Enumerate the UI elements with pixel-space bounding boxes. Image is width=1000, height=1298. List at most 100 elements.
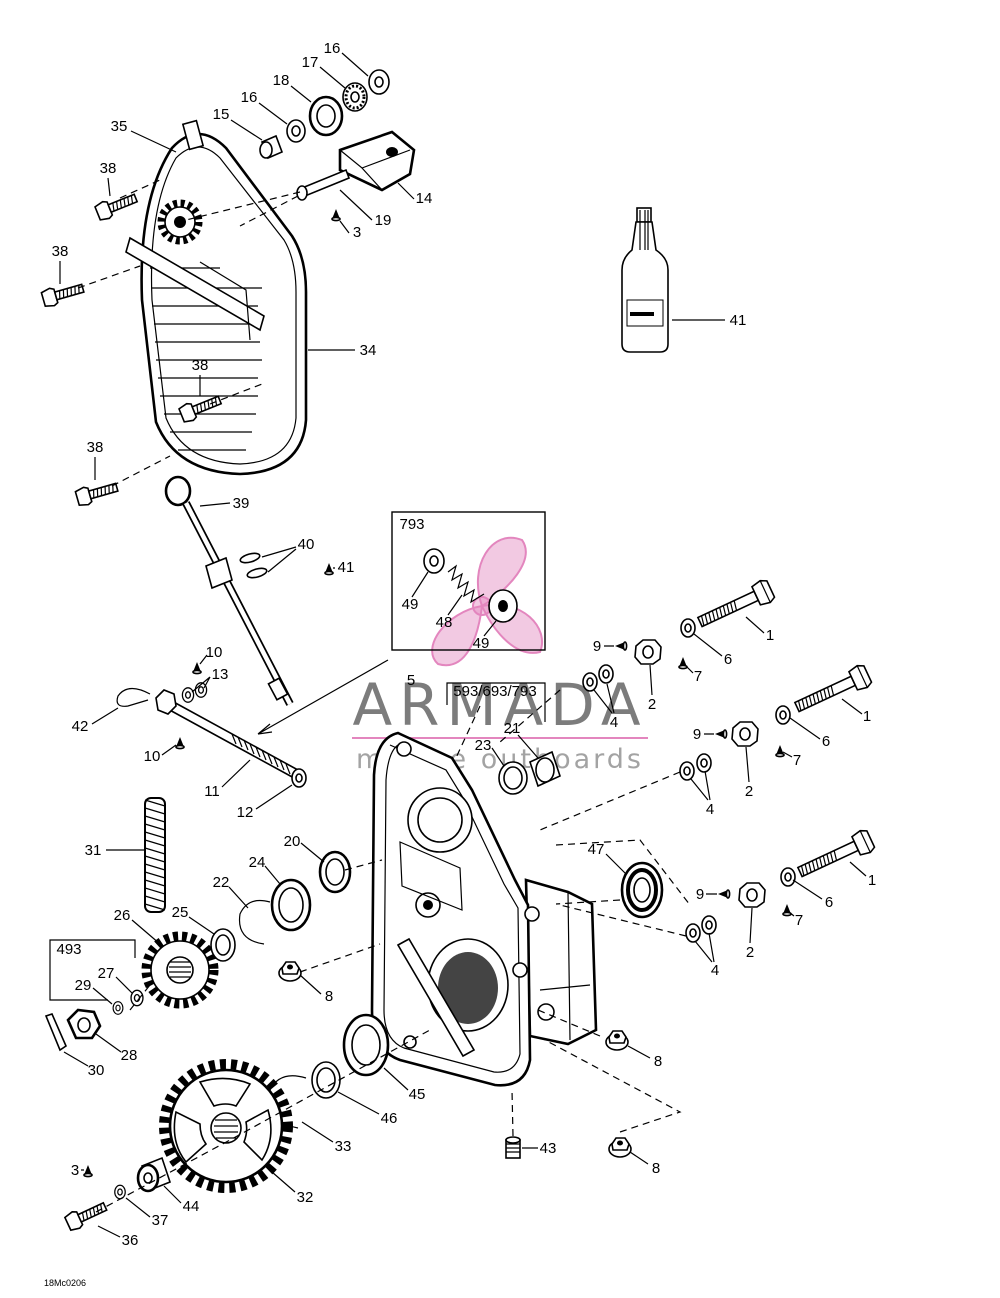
callout-2: 2 (745, 783, 753, 800)
part-lubricant-bottle (621, 207, 669, 353)
callout-41: 41 (730, 312, 747, 329)
callout-20: 20 (284, 833, 301, 850)
callout-10: 10 (144, 748, 161, 765)
callout-18: 18 (273, 72, 290, 89)
callout-36: 36 (122, 1232, 139, 1249)
part-gear-32 (159, 1059, 293, 1193)
callout-38: 38 (100, 160, 117, 177)
callout-40: 40 (298, 536, 315, 553)
callout-9: 9 (693, 726, 701, 743)
part-pin-30 (44, 1013, 68, 1052)
part-bolt-38-b (40, 278, 87, 309)
callout-1: 1 (766, 627, 774, 644)
part-ring-23 (498, 761, 528, 795)
callout-13: 13 (212, 666, 229, 683)
part-nut-8-c (608, 1137, 632, 1158)
callout-38: 38 (52, 243, 69, 260)
part-spacer-44 (136, 1156, 171, 1193)
callout-9: 9 (696, 886, 704, 903)
callout-45: 45 (409, 1086, 426, 1103)
part-top-sprocket (157, 199, 203, 245)
callout-44: 44 (183, 1198, 200, 1215)
callout-41: 41 (338, 559, 355, 576)
callout-6: 6 (724, 651, 732, 668)
hardware-set-c (685, 827, 877, 943)
part-chaincase-cover (125, 119, 308, 476)
callout-31: 31 (85, 842, 102, 859)
part-washer-29 (112, 1001, 124, 1015)
callout-28: 28 (121, 1047, 138, 1064)
callout-39: 39 (233, 495, 250, 512)
callout-6: 6 (822, 733, 830, 750)
part-seal-20 (318, 850, 352, 894)
callout-10: 10 (206, 644, 223, 661)
variant-label-493: 493 (56, 941, 81, 958)
variant-label-593-693-793: 593/693/793 (453, 683, 536, 700)
callout-43: 43 (540, 1140, 557, 1157)
callout-32: 32 (297, 1189, 314, 1206)
callout-26: 26 (114, 907, 131, 924)
callout-30: 30 (88, 1062, 105, 1079)
assembly-lines (77, 179, 691, 1213)
part-small-9-b (714, 729, 728, 739)
part-ring-25 (210, 928, 236, 962)
part-washer-6-b (775, 705, 791, 725)
part-chain-31 (144, 797, 166, 913)
callout-19: 19 (375, 212, 392, 229)
part-small-3-bottom (83, 1164, 93, 1178)
part-small-9-c (717, 889, 731, 899)
callout-46: 46 (381, 1110, 398, 1127)
part-washer-16-top (368, 69, 390, 95)
part-circlip-22 (238, 899, 271, 945)
kit-493-box (49, 939, 144, 1015)
variant-label-793: 793 (399, 516, 424, 533)
part-spring-48 (447, 564, 485, 604)
callout-23: 23 (475, 737, 492, 754)
hardware-set-a (582, 577, 777, 692)
part-sprocket-26 (141, 931, 219, 1009)
callout-16: 16 (324, 40, 341, 57)
part-nut-8-b (605, 1030, 629, 1051)
callout-48: 48 (436, 614, 453, 631)
part-washer-4-b2 (696, 753, 712, 773)
part-bolt-1-a (694, 577, 777, 634)
part-washer-4-c2 (701, 915, 717, 935)
callout-1: 1 (863, 708, 871, 725)
part-bearing-24 (270, 878, 312, 932)
callout-17: 17 (302, 54, 319, 71)
callout-42: 42 (72, 718, 89, 735)
part-washer-13-a (181, 687, 195, 703)
part-small-7-b (775, 744, 785, 758)
callout-38: 38 (87, 439, 104, 456)
part-washer-4-a1 (582, 672, 598, 692)
part-washer-6-c (780, 867, 796, 887)
kit-593-693-793-box (446, 682, 561, 795)
part-clip-42 (116, 687, 151, 707)
callout-5: 5 (407, 672, 415, 689)
callout-2: 2 (648, 696, 656, 713)
part-bolt-38-d (74, 477, 121, 508)
callout-8: 8 (654, 1053, 662, 1070)
part-washer-27 (130, 989, 144, 1007)
callout-6: 6 (825, 894, 833, 911)
callout-8: 8 (652, 1160, 660, 1177)
callout-25: 25 (172, 904, 189, 921)
part-nut-2-c (738, 882, 766, 908)
callout-15: 15 (213, 106, 230, 123)
part-washer-16 (286, 119, 306, 143)
part-small-3-top (331, 208, 341, 222)
callout-7: 7 (795, 912, 803, 929)
part-pin-19 (296, 168, 351, 201)
part-bearing-45 (342, 1013, 390, 1077)
drawing-code: 18Mc0206 (44, 1278, 86, 1288)
callout-7: 7 (793, 752, 801, 769)
part-nut-28 (66, 1008, 102, 1040)
part-plunger-49-b (488, 589, 518, 623)
callout-1: 1 (868, 872, 876, 889)
part-small-7-a (678, 656, 688, 670)
part-nut-2-b (731, 721, 759, 747)
hardware-set-b (679, 662, 874, 781)
callout-38: 38 (192, 357, 209, 374)
callout-21: 21 (504, 720, 521, 737)
